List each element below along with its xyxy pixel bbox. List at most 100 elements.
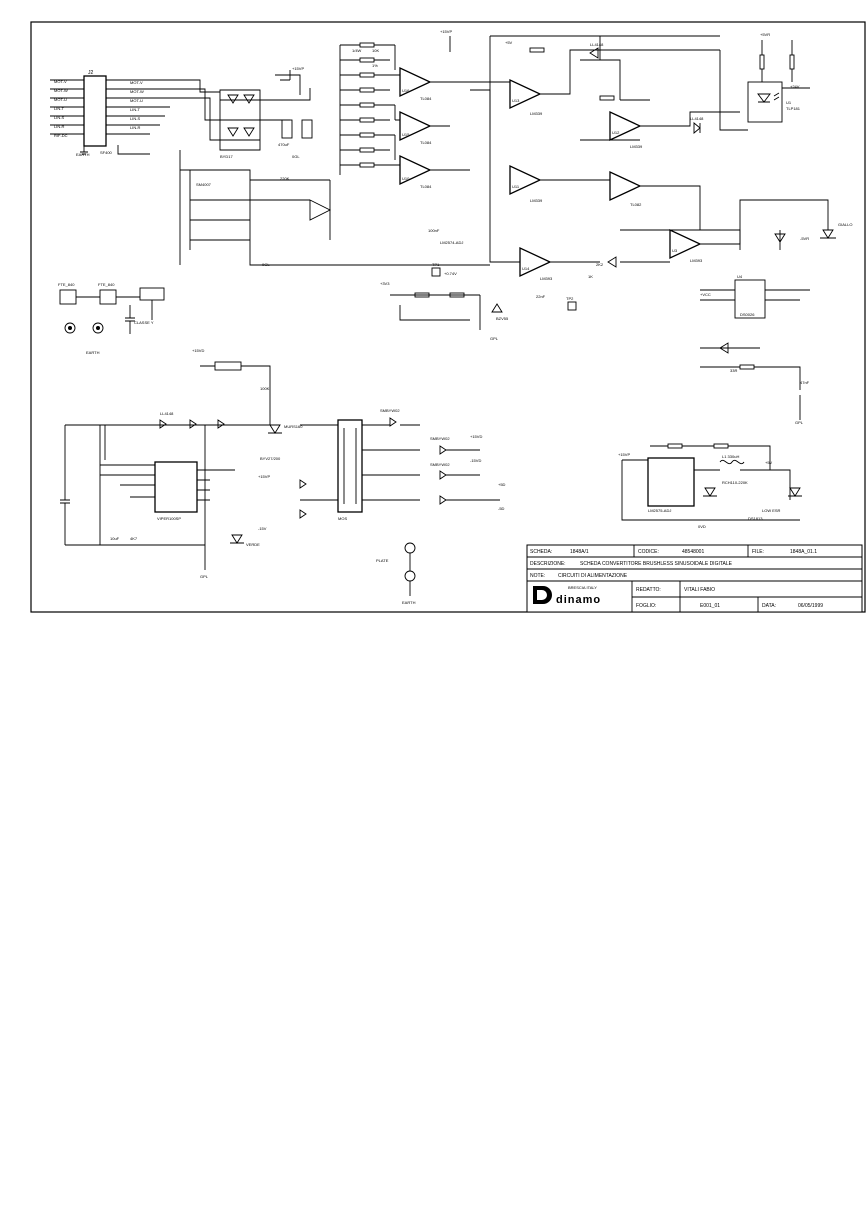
supply-p15v-d: +15VP [618,452,630,457]
codice-value: 48548001 [682,549,704,555]
callout-r4: 4K7 [130,536,138,541]
earth-a: EARTH [86,350,100,355]
descrizione-label: DESCRIZIONE: [530,561,566,567]
supply-p5v-a: +5V [505,40,513,45]
d-ll4148-c: LL4148 [160,411,174,416]
supply-p15v-b: +15VP [440,29,452,34]
callout-rcm: RCH110-220K [722,480,748,485]
callout-r5: 100K [260,386,270,391]
callout-c5: 10uF [110,536,120,541]
callout-bzv: BZV55 [496,316,509,321]
u15-ref: U15 [402,132,410,137]
callout-r3: 1% [372,63,378,68]
optocoupler-section: U1 TLP181 +24V +5VR [719,32,810,131]
redatto-value: VITALI FABIO [684,587,715,593]
u4-ref: U4 [737,274,743,279]
callout-r2: 10K [372,48,379,53]
supply-p5vr: +5VR [760,32,770,37]
supply-p15vd: +15VD [470,434,482,439]
j2-net-2: MOT-W [130,89,144,94]
tl084-c: TL084 [420,184,432,189]
smbyw-b: SMBYW02 [430,436,450,441]
supply-p5v-b: +5V [765,460,773,465]
callout-r7: 1K [588,274,593,279]
callout-m5vr: -5VR [800,236,809,241]
driver-section: U14 LM393 U3 LM393 U4 DS0026 GIALLO GPL [489,199,852,425]
scheda-value: 1848A/1 [570,549,589,555]
callout-r8: 33R [730,368,737,373]
j2-bridge: SF400 [100,150,113,155]
plate-label: PLATE [376,558,389,563]
viper-part: VIPER100SP [157,516,181,521]
title-block: SCHEDA: 1848A/1 CODICE: 48548001 FILE: 1… [526,544,863,613]
j2-net-5: LIN-S [130,116,141,121]
emi-filter-section: FTE_840 FTE_840 CLASSE Y EARTH [58,282,165,355]
data-value: 06/05/1999 [798,603,823,609]
buck-regulator: LM2575-ADJ L1 330uH LOW ESR +5V +15VP 0V… [618,443,802,529]
u3-ref: U3 [672,248,678,253]
j2-pin-1: MOT-V [54,79,67,84]
d-mur: MURS160 [284,424,303,429]
j2-net-3: MOT-U [130,98,143,103]
ds0026-part: DS0026 [740,312,755,317]
d-ll4148-b: LL4148 [690,116,704,121]
fte-a: FTE_840 [58,282,75,287]
j2-pin-3: MOT-U [54,97,67,102]
u1-ref: U1 [786,100,792,105]
supply-gpl-b: GPL [490,336,499,341]
c-low-esr: LOW ESR [762,508,781,513]
callout-sm4007: SM4007 [196,182,212,187]
supply-p5d: +5D [498,482,506,487]
callout-c2: 22nF [536,294,546,299]
supply-p24: +24V [790,84,800,89]
test-point-section: TP1 +0.74V TP2 GPL [390,262,577,341]
supply-vcc-ps: +15VD [192,348,204,353]
supply-gpl-c: GPL [200,574,209,579]
logo-small-text: BRESCIA ITALY [568,585,597,590]
callout-r6: 2K2 [596,262,604,267]
j2-net-6: LIN-R [130,125,141,130]
supply-0vd: 0VD [698,524,706,529]
opto-part: TLP181 [786,106,801,111]
lm339-a: LM339 [530,111,543,116]
supply-p15v-a: +15VP [292,66,304,71]
u12-ref: U12 [612,130,620,135]
supply-p15v-c: +15VP [258,474,270,479]
lm339-b: LM339 [630,144,643,149]
tp1-ref: TP1 [432,262,440,267]
j2-ref: J2 [88,70,94,76]
callout-u6: DS1813 [748,516,763,521]
note-label: NOTE: [530,573,545,579]
bridge-ref: BYD17 [220,154,233,159]
callout-byp: BYV27/200 [260,456,281,461]
lm2575-part: LM2575-ADJ [648,508,671,513]
led-gallo: GIALLO [838,222,852,227]
foglio-value: E001_01 [700,603,720,609]
descrizione-value: SCHEDA CONVERTITORE BRUSHLESS SINUSOIDAL… [580,561,733,567]
file-value: 1848A_01.1 [790,549,817,555]
d-ll4148-a: LL4148 [590,42,604,47]
mos-label: MOS [338,516,347,521]
flyback-transformer: MOS SMBYW02 SMBYW02 SMBYW02 +15VD -15VD … [258,408,506,605]
value-callouts: 1/4W 10K 1% 100nF 22nF 47nF 10uF 4K7 100… [110,48,810,541]
callout-ogl: 0GL [262,262,270,267]
u13-ref: U13 [512,98,520,103]
redatto-label: REDATTO: [636,587,661,593]
note-value: CIRCUITI DI ALIMENTAZIONE [558,573,628,579]
callout-c3: 47nF [800,380,810,385]
callout-p3v3: +3V3 [380,281,390,286]
opamp-bank-tl084: U16 U15 U10 TL084 TL084 TL084 +15VP [339,29,470,189]
fte-b: FTE_840 [98,282,115,287]
j2-pin-2: MOT-W [54,88,68,93]
drawing-frame [30,21,866,613]
connector-j2: J2 MOT-V MOT-W MOT-U LIN-T LIN-S LIN-R R… [50,70,180,157]
smbyw-a: SMBYW02 [380,408,400,413]
callout-vcc: +VCC [700,292,711,297]
tp2-ref: TP2 [566,296,574,301]
foglio-label: FOGLIO: [636,603,656,609]
power-supply-viper: +15VD LL4148 VIPER100SP GPL VERDE MURS16… [60,348,303,579]
u10-ref: U10 [402,176,410,181]
supply-m15v-c: -15V [258,526,267,531]
file-label: FILE: [752,549,764,555]
lm339-c: LM339 [530,198,543,203]
